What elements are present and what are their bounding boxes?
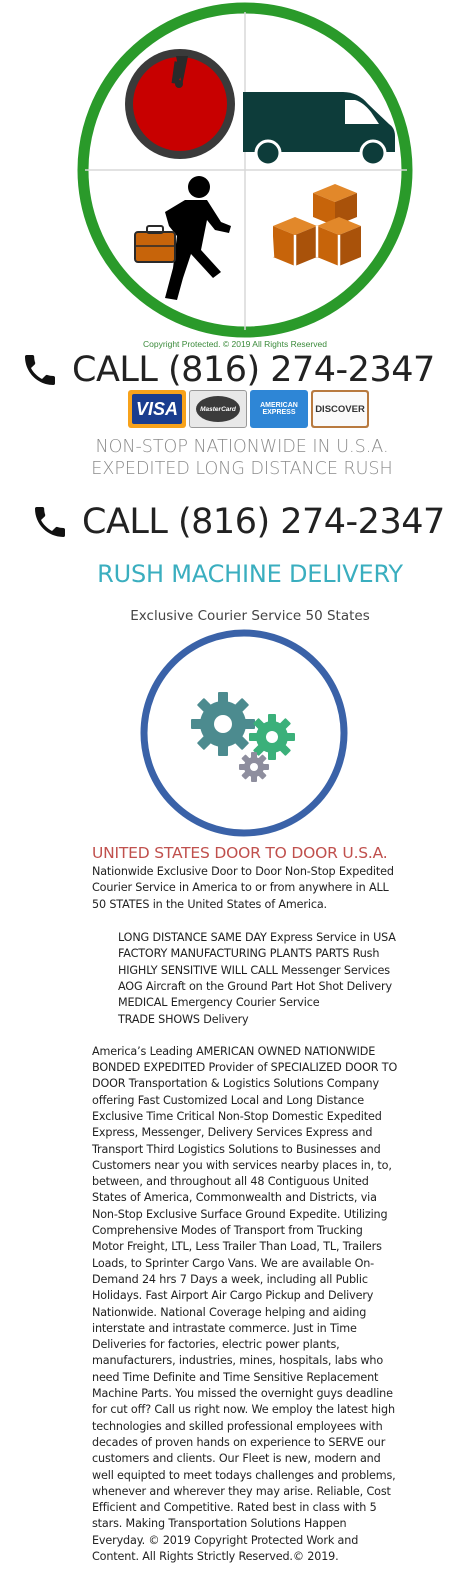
logo-copyright: Copyright Protected. © 2019 All Rights R… [143, 339, 327, 349]
phone-icon [35, 507, 65, 537]
list-item: LONG DISTANCE SAME DAY Express Service i… [118, 931, 396, 945]
list-item: AOG Aircraft on the Ground Part Hot Shot… [118, 979, 392, 993]
visa-card-icon: VISA [128, 390, 186, 428]
runner-with-briefcase-icon [134, 176, 231, 300]
call-phone-text[interactable]: CALL (816) 274-2347 [72, 349, 435, 390]
call-phone-link-2[interactable]: CALL (816) 274-2347 [0, 500, 470, 544]
brand-tagline: Exclusive Courier Service 50 States [130, 608, 370, 624]
amex-card-icon: AMERICAN EXPRESS [250, 390, 308, 428]
van-icon [243, 92, 395, 167]
medium-gear-icon [249, 714, 295, 760]
nonstop-banner: NON-STOP NATIONWIDE IN U.S.A. EXPEDITED … [91, 437, 393, 480]
section-headline: UNITED STATES DOOR TO DOOR U.S.A. [92, 844, 388, 862]
call-phone-text-2[interactable]: CALL (816) 274-2347 [82, 501, 445, 542]
large-gear-icon [191, 692, 255, 756]
list-item: HIGHLY SENSITIVE WILL CALL Messenger Ser… [118, 963, 390, 977]
brand-title: RUSH MACHINE DELIVERY [97, 560, 403, 588]
briefcase-icon [134, 225, 176, 263]
discover-card-icon: DISCOVER [311, 390, 369, 428]
small-gear-icon [239, 752, 269, 782]
boxes-icon [269, 184, 361, 266]
service-list: LONG DISTANCE SAME DAY Express Service i… [118, 930, 412, 1028]
list-item: MEDICAL Emergency Courier Service [118, 996, 320, 1010]
list-item: FACTORY MANUFACTURING PLANTS PARTS Rush [118, 947, 380, 961]
body-paragraph: America’s Leading AMERICAN OWNED NATIONW… [92, 1044, 398, 1564]
phone-icon [25, 355, 55, 385]
clock-icon [125, 49, 235, 159]
company-logo [73, 0, 419, 348]
mastercard-card-icon: MasterCard [189, 390, 247, 428]
list-item: TRADE SHOWS Delivery [118, 1012, 249, 1026]
call-phone-link[interactable]: CALL (816) 274-2347 [0, 348, 470, 392]
payment-cards: VISA MasterCard AMERICAN EXPRESS DISCOVE… [128, 390, 369, 430]
main-content: UNITED STATES DOOR TO DOOR U.S.A. Nation… [92, 843, 412, 1565]
intro-paragraph: Nationwide Exclusive Door to Door Non-St… [92, 865, 394, 911]
gears-icon [137, 626, 351, 840]
